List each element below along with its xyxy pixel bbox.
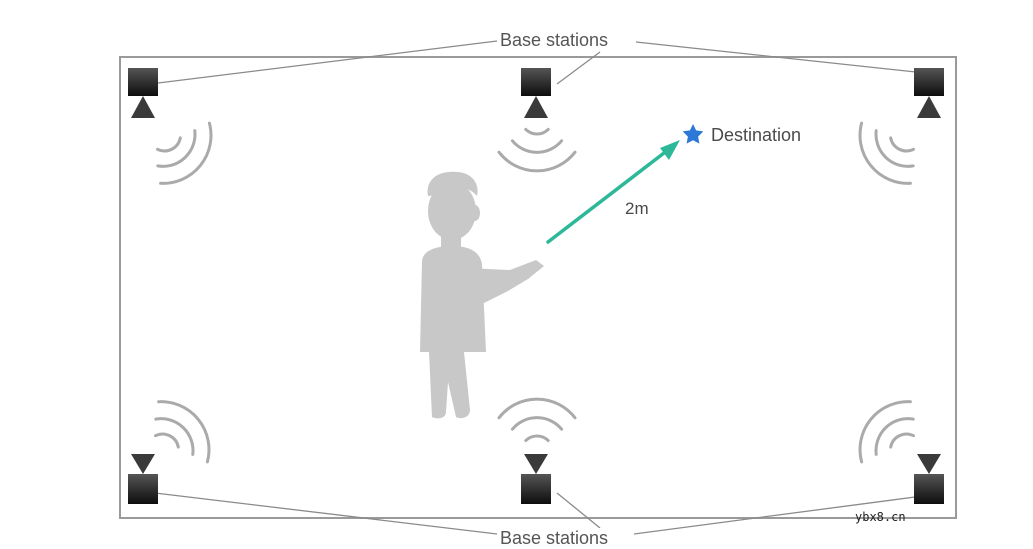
base-station-icon (128, 454, 158, 504)
base-stations-label-bottom: Base stations (497, 528, 612, 548)
callout-lines-top (149, 40, 926, 85)
signal-waves-icon (858, 400, 915, 464)
watermark: ybx8.cn (855, 510, 906, 524)
destination-label: Destination (711, 125, 802, 145)
base-station-icon (521, 68, 551, 118)
arrow-head (660, 140, 680, 160)
base-station-icon (914, 68, 944, 118)
signal-waves-icon (858, 121, 915, 185)
person-pointing-icon (420, 171, 544, 419)
base-stations-label-top: Base stations (497, 30, 612, 50)
signal-waves-icon (497, 127, 577, 173)
signal-waves-icon (156, 121, 213, 185)
signal-waves-icon (497, 397, 577, 443)
room-frame (119, 56, 957, 519)
base-station-icon (128, 68, 158, 118)
signal-waves-icon (154, 400, 211, 464)
base-station-icon (521, 454, 551, 504)
base-station-icon (914, 454, 944, 504)
star-icon (682, 124, 704, 144)
callout-lines-bottom (154, 492, 916, 535)
distance-label: 2m (625, 199, 649, 218)
direction-arrow (546, 151, 666, 244)
